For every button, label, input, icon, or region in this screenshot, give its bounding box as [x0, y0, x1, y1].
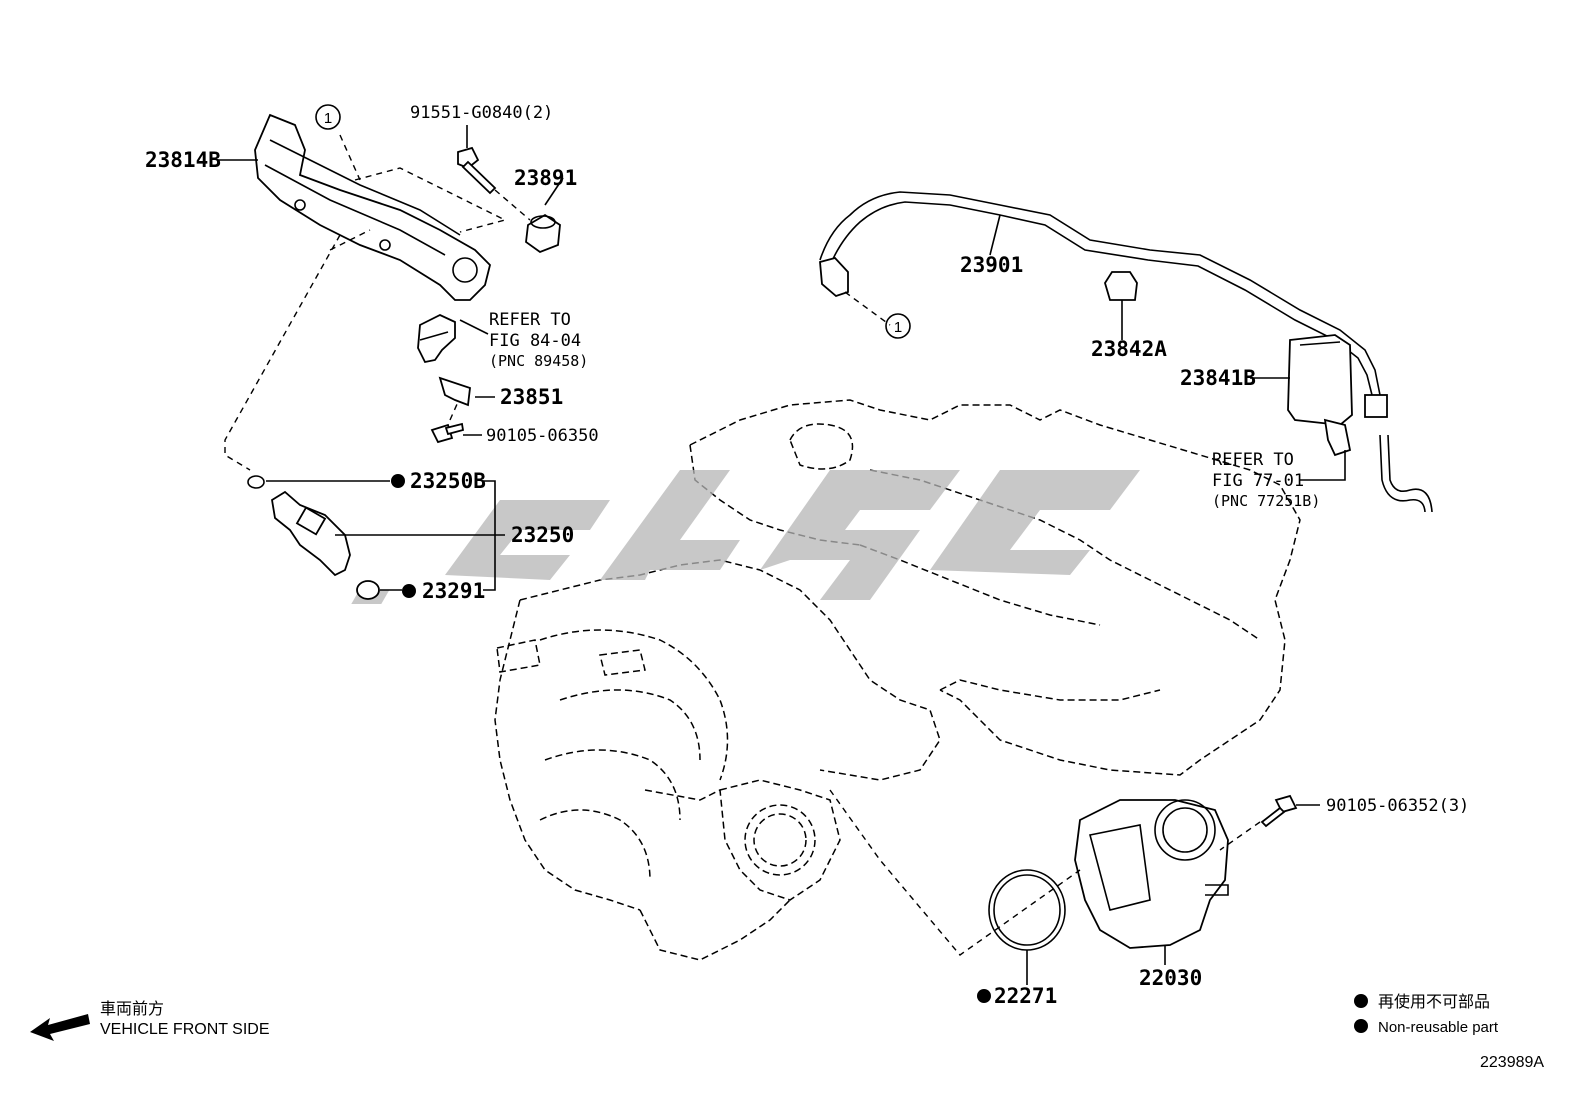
svg-text:1: 1 [324, 110, 332, 127]
fuel-delivery-pipe [254, 113, 491, 301]
label-23851: 23851 [500, 385, 563, 409]
refer1-line2: FIG 84-04 [489, 331, 581, 351]
pressure-sensor [417, 314, 456, 364]
diagram-id: 223989A [1480, 1054, 1544, 1071]
legend-en: Non-reusable part [1378, 1019, 1499, 1036]
label-23814B: 23814B [145, 148, 221, 172]
pipe-dashed-box [224, 134, 507, 471]
vacuum-hose-23901 [819, 191, 1388, 418]
refer2-line2: FIG 77-01 [1212, 471, 1304, 491]
throttle-body-22030 [1074, 799, 1229, 949]
o-ring-23250B [247, 475, 265, 489]
label-23891: 23891 [514, 166, 577, 190]
label-91551: 91551-G0840(2) [410, 103, 553, 123]
bracket-23851 [438, 376, 471, 407]
label-9010506350: 90105-06350 [486, 426, 599, 446]
bolt-91551 [457, 146, 497, 195]
gasket-22271 [988, 869, 1066, 951]
refer1-line3: (PNC 89458) [489, 352, 588, 370]
insulator-23291 [356, 580, 380, 600]
fuel-injector-23250 [271, 490, 351, 577]
svg-text:1: 1 [894, 319, 902, 336]
callout-1-hose: 1 [885, 313, 911, 339]
refer2-line1: REFER TO [1212, 450, 1294, 470]
refer2-line3: (PNC 77251B) [1212, 492, 1320, 510]
watermark-logo [351, 470, 1140, 604]
non-reusable-dot-23291 [402, 584, 416, 598]
label-23842A: 23842A [1091, 337, 1167, 361]
label-9010506352: 90105-06352(3) [1326, 796, 1469, 816]
label-22030: 22030 [1139, 966, 1202, 990]
legend: 再使用不可部品 Non-reusable part [1354, 993, 1499, 1036]
label-23250: 23250 [511, 523, 574, 547]
legend-jp: 再使用不可部品 [1378, 993, 1490, 1011]
callout-1-top: 1 [315, 104, 341, 130]
label-23291: 23291 [422, 579, 485, 603]
label-23250B: 23250B [410, 469, 486, 493]
vsv-23841B [1287, 334, 1353, 457]
vehicle-front-indicator: 車両前方 VEHICLE FRONT SIDE [30, 1000, 270, 1041]
non-reusable-dot-23250B [391, 474, 405, 488]
bolt-9010506350 [430, 422, 465, 444]
front-arrow-icon [30, 1014, 90, 1041]
bolt-9010506352 [1260, 794, 1298, 828]
spacer-23891 [525, 213, 561, 254]
non-reusable-dot-22271 [977, 989, 991, 1003]
label-23841B: 23841B [1180, 366, 1256, 390]
direction-jp: 車両前方 [100, 1000, 164, 1018]
clamp-23842A [1104, 271, 1138, 301]
label-23901: 23901 [960, 253, 1023, 277]
refer1-line1: REFER TO [489, 310, 571, 330]
direction-en: VEHICLE FRONT SIDE [100, 1021, 270, 1038]
label-22271: 22271 [994, 984, 1057, 1008]
leader-lines [218, 159, 1346, 985]
